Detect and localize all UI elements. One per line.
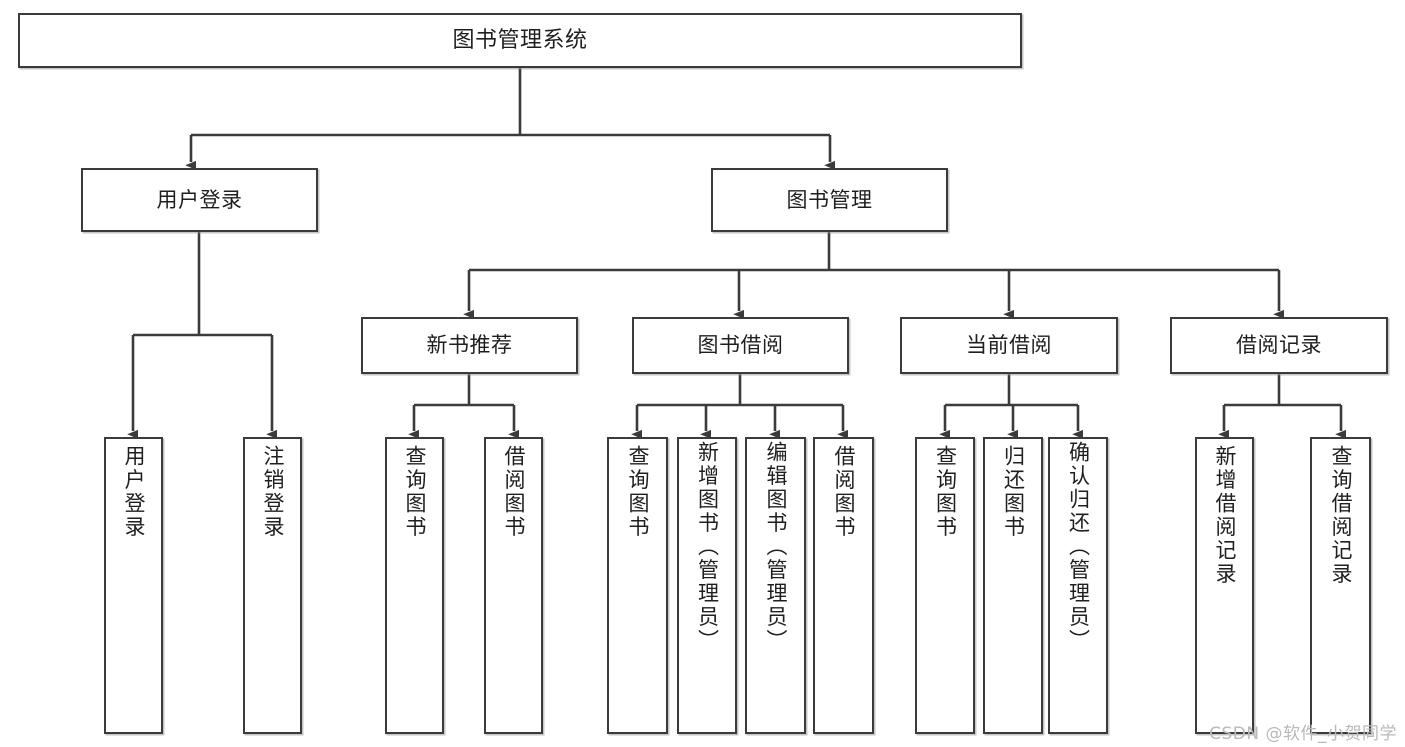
node-root-book-management-system[interactable]: 图书管理系统 [18,13,1022,68]
node-label: 归还图书 [1001,445,1026,539]
node-label: 新书推荐 [426,333,513,358]
leaf-node-return-book[interactable]: 归还图书 [983,437,1043,734]
leaf-node-query-book-new[interactable]: 查询图书 [385,437,444,734]
node-user-login[interactable]: 用户登录 [81,168,318,232]
node-label: 确认归还（管理员） [1066,441,1091,653]
leaf-node-logout[interactable]: 注销登录 [243,437,302,734]
node-current-borrow[interactable]: 当前借阅 [900,317,1118,374]
node-label: 编辑图书（管理员） [764,441,788,653]
node-label: 用户登录 [156,187,243,212]
leaf-node-query-borrow-record[interactable]: 查询借阅记录 [1310,437,1371,734]
node-book-management[interactable]: 图书管理 [711,168,948,232]
leaf-node-add-borrow-record[interactable]: 新增借阅记录 [1195,437,1254,734]
node-label: 新增借阅记录 [1213,445,1237,586]
csdn-watermark: CSDN @软件_小贺同学 [1209,724,1397,744]
leaf-node-user-login[interactable]: 用户登录 [104,437,163,734]
node-borrow-record[interactable]: 借阅记录 [1170,317,1388,374]
leaf-node-edit-book-admin[interactable]: 编辑图书（管理员） [745,437,806,734]
node-label: 借阅记录 [1236,333,1322,358]
node-label: 借阅图书 [832,445,856,539]
node-label: 用户登录 [122,445,146,539]
leaf-node-confirm-return-admin[interactable]: 确认归还（管理员） [1048,437,1108,734]
node-label: 图书管理系统 [452,27,588,53]
leaf-node-query-book-current[interactable]: 查询图书 [915,437,975,734]
node-book-borrow[interactable]: 图书借阅 [632,317,849,374]
node-label: 图书管理 [786,187,873,212]
node-label: 查询图书 [933,445,958,539]
leaf-node-borrow-book-new[interactable]: 借阅图书 [484,437,543,734]
node-label: 借阅图书 [502,445,526,539]
leaf-node-borrow-book[interactable]: 借阅图书 [813,437,874,734]
node-label: 注销登录 [261,445,285,539]
node-label: 查询图书 [626,445,650,539]
node-label: 当前借阅 [966,333,1052,358]
leaf-node-query-book-borrow[interactable]: 查询图书 [607,437,668,734]
node-new-book-recommendation[interactable]: 新书推荐 [361,317,578,374]
node-label: 查询图书 [403,445,427,539]
node-label: 图书借阅 [697,333,784,358]
node-label: 新增图书（管理员） [695,441,720,653]
leaf-node-add-book-admin[interactable]: 新增图书（管理员） [677,437,737,734]
node-label: 查询借阅记录 [1329,445,1353,586]
